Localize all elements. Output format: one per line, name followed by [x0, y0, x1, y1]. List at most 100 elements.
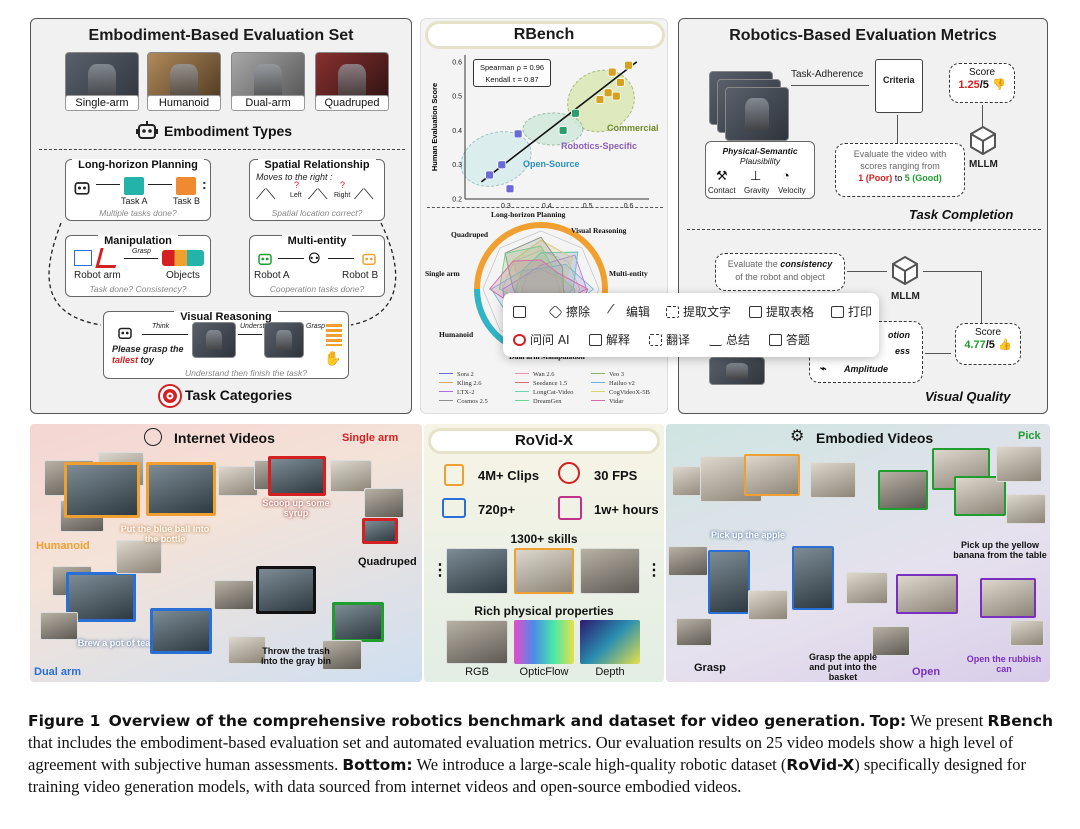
- embodiment-types-label: Embodiment Types: [164, 123, 293, 139]
- task-b-label: Task B: [173, 196, 201, 206]
- score-label: Score: [974, 327, 1002, 338]
- legend-item: LongCat-Video: [515, 389, 573, 396]
- visual-quality-label: Visual Quality: [925, 389, 1011, 404]
- scatter-point: [497, 160, 507, 170]
- internet-title: Internet Videos: [174, 430, 275, 446]
- thumbs-down-icon: 👎: [991, 79, 1006, 91]
- spatial-box: Spatial Relationship Moves to the right …: [249, 159, 385, 221]
- stat-label: 1w+ hours: [594, 502, 659, 517]
- embodiment-evaluation-panel: Embodiment-Based Evaluation Set Single-a…: [30, 18, 412, 414]
- fig-label: Figure 1: [28, 712, 101, 730]
- screenshot-menu-icon[interactable]: [513, 303, 530, 321]
- tag-grasp: Grasp: [694, 662, 726, 674]
- score-value: 4.77/5 👍: [964, 339, 1012, 351]
- menu-item-answer[interactable]: 答题: [769, 331, 810, 349]
- robot-arm-icon: ⚙: [790, 428, 805, 445]
- video-thumb: [40, 612, 78, 640]
- bottom-label: Bottom:: [342, 756, 413, 774]
- scatter-point: [485, 170, 494, 180]
- legend-item: Veo 3: [591, 371, 624, 378]
- task-title: Manipulation: [98, 235, 178, 247]
- video-thumb: [116, 540, 162, 574]
- video-thumb: [708, 550, 750, 614]
- phys-item-label: Gravity: [744, 186, 770, 195]
- eraser-icon: [548, 304, 563, 320]
- table-icon: [749, 306, 762, 318]
- tag-pick: Pick: [1018, 430, 1041, 442]
- menu-item-edit[interactable]: 编辑: [606, 303, 650, 321]
- skill-thumb: [580, 548, 640, 594]
- menu-item-extract-text[interactable]: 提取文字: [666, 303, 731, 321]
- menu-item-translate[interactable]: 翻译: [649, 331, 690, 349]
- score-value: 1.25/5 👎: [958, 79, 1006, 91]
- arrow-icon: [897, 115, 898, 145]
- dashed-loop: [48, 222, 397, 326]
- scatter-point: [611, 91, 621, 101]
- motion-partial-2: ess: [894, 346, 910, 356]
- calendar-icon: [558, 496, 582, 520]
- video-stack: [725, 87, 789, 141]
- robotics-cluster: [522, 112, 584, 146]
- arrow-icon: [791, 85, 869, 86]
- legend-label: DreamGen: [533, 398, 562, 405]
- video-thumb: [146, 462, 216, 516]
- top-label: Top:: [869, 712, 907, 730]
- objects-label: Objects: [166, 270, 200, 281]
- menu-item-erase[interactable]: 擦除: [548, 303, 590, 321]
- menu-item-explain[interactable]: 解释: [589, 331, 630, 349]
- scatter-point: [513, 129, 523, 139]
- video-thumb: [1006, 494, 1046, 524]
- menu-item-ask-ai[interactable]: 问问 AI: [513, 331, 570, 349]
- video-thumb: [744, 454, 800, 496]
- reasoning-frame: [192, 322, 236, 358]
- embodiment-label: Single-arm: [65, 95, 139, 111]
- reasoning-frame: [264, 322, 304, 358]
- arrow-icon: [142, 334, 188, 335]
- video-thumb: [364, 488, 404, 518]
- spearman-label: Spearman ρ = 0.96: [479, 63, 545, 72]
- manipulation-box: Manipulation Grasp Robot arm Objects Tas…: [65, 235, 211, 297]
- legend-item: DreamGen: [515, 398, 562, 405]
- menu-item-extract-table[interactable]: 提取表格: [749, 303, 814, 321]
- caption-tag: Open the rubbish can: [966, 654, 1042, 674]
- arrow-icon: [328, 258, 354, 259]
- dots: :: [202, 176, 207, 192]
- task-title: Spatial Relationship: [258, 159, 376, 171]
- legend-swatch: [591, 391, 605, 392]
- phys-item-label: Velocity: [778, 186, 806, 195]
- task-categories-label: Task Categories: [185, 387, 293, 403]
- radar-axis-label: Humanoid: [439, 330, 474, 339]
- skill-thumb: [514, 548, 574, 594]
- arrow-icon: [238, 334, 262, 335]
- video-stack: [709, 357, 765, 385]
- y-tick-label: 0.3: [452, 162, 462, 169]
- task-title: Visual Reasoning: [174, 311, 278, 323]
- video-thumb: [218, 466, 258, 496]
- robot-b-label: Robot B: [342, 270, 379, 281]
- tag-open: Open: [912, 666, 941, 678]
- caption-tag: Pick up the apple: [710, 530, 786, 540]
- legend-swatch: [439, 400, 453, 401]
- spatial-right: Right: [334, 192, 351, 199]
- video-thumb: [66, 572, 136, 622]
- menu-item-print[interactable]: 打印: [831, 303, 872, 321]
- radar-axis-label: Quadruped: [451, 230, 489, 239]
- rgb-thumb: [446, 620, 508, 664]
- menu-item-summarize[interactable]: 总结: [709, 331, 750, 349]
- task-completion-label: Task Completion: [909, 207, 1014, 222]
- depth-thumb: [580, 620, 640, 664]
- robot-arm-icon: ⟋⟍: [308, 186, 328, 202]
- gravity-icon: ⊥: [750, 168, 762, 183]
- video-thumb: [1010, 620, 1044, 646]
- robot-icon: [118, 327, 132, 339]
- caption-tag: Grasp the apple and put into the basket: [808, 652, 878, 682]
- tag-humanoid: Humanoid: [36, 540, 90, 552]
- scatter-point: [615, 78, 625, 87]
- video-thumb: [322, 640, 362, 670]
- legend-item: Cosmos 2.5: [439, 398, 488, 405]
- caption-tag: Put the blue ball into the bottle: [120, 524, 210, 544]
- stat-label: 30 FPS: [594, 468, 638, 483]
- opticflow-thumb: [514, 620, 574, 664]
- video-thumb: [256, 566, 316, 614]
